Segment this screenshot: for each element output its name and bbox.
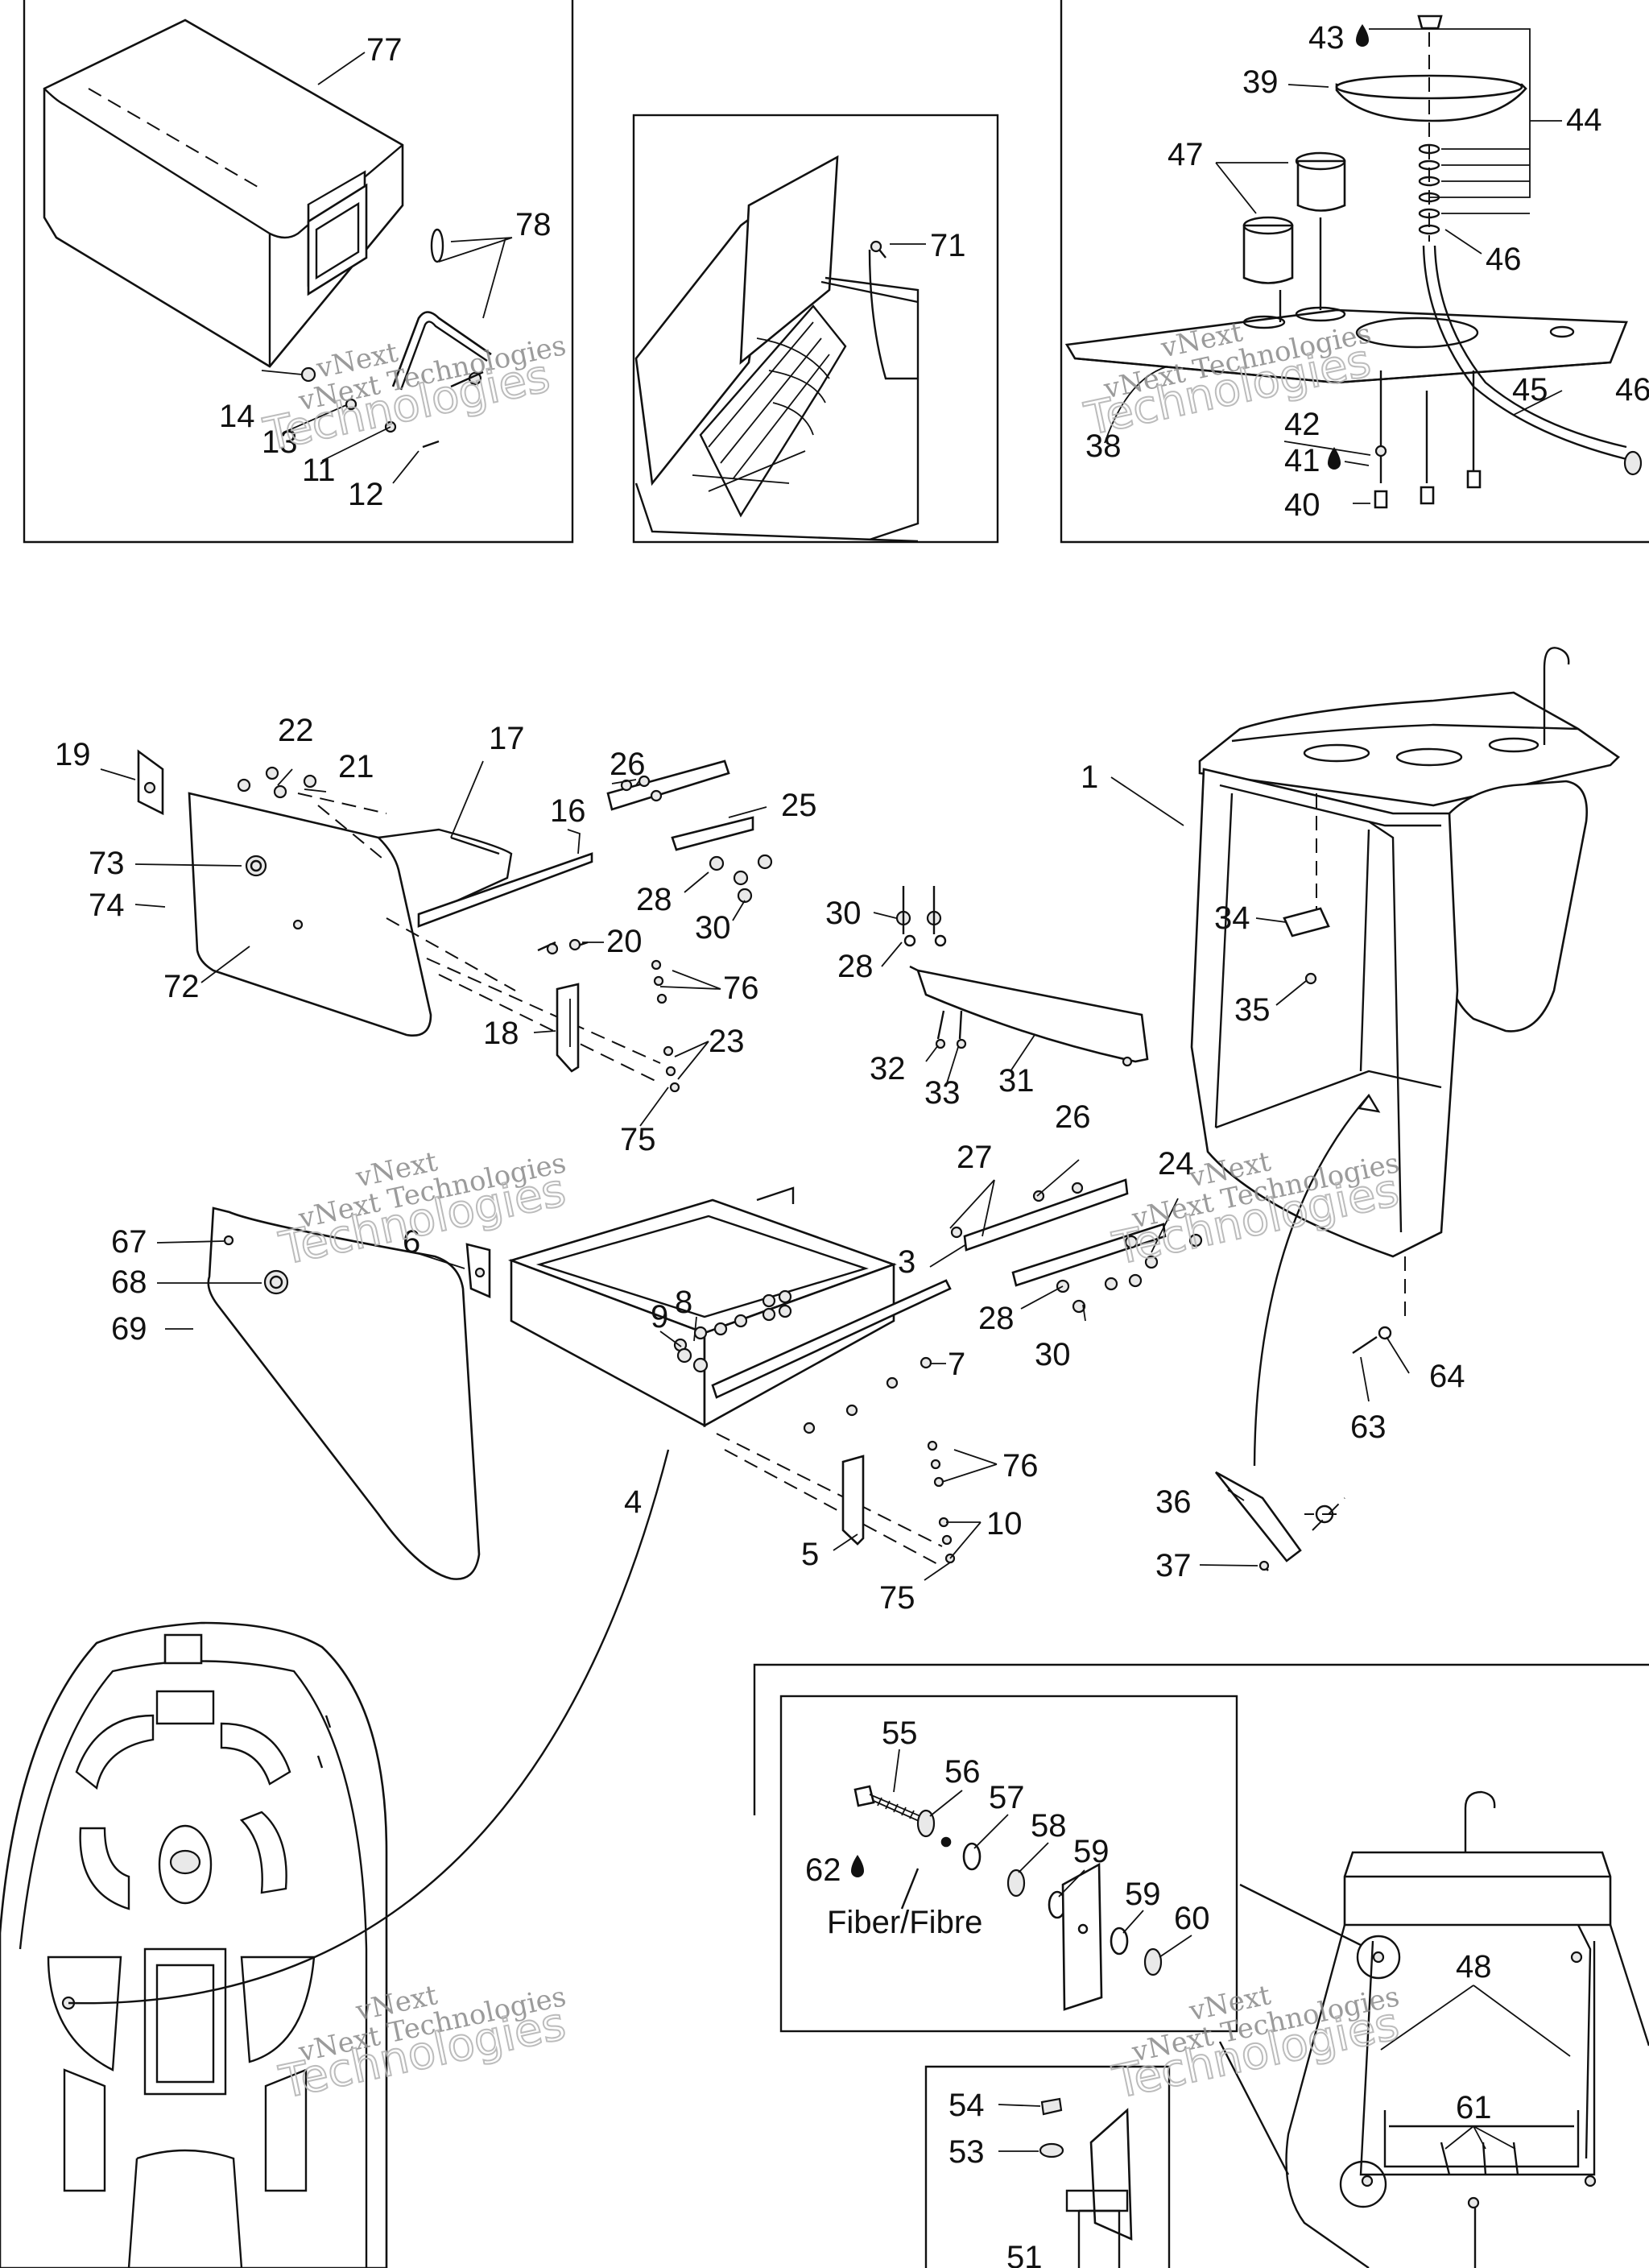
- callout-3: 3: [898, 1244, 915, 1280]
- drop-icon: [1356, 24, 1369, 47]
- callout-45: 45: [1512, 372, 1548, 408]
- leader-lines: [100, 28, 1571, 2152]
- callout-numbers: 77 78 14 13 11 12 71 43 39 44 47 46 45 4…: [55, 20, 1649, 2268]
- hull-illustration: [0, 1449, 670, 2268]
- drop-icon: [1328, 447, 1341, 470]
- callout-10: 10: [986, 1506, 1023, 1542]
- upper-drawer-illustration: [137, 749, 773, 1093]
- basket-illustration: [634, 155, 920, 543]
- callout-26-lower: 26: [1055, 1099, 1091, 1135]
- callout-13: 13: [262, 424, 298, 460]
- callout-21: 21: [338, 749, 374, 784]
- fastener-stack-illustration: [853, 1785, 1163, 2011]
- callout-39: 39: [1242, 64, 1279, 100]
- callout-46-hose: 46: [1615, 372, 1649, 408]
- callout-28-bar: 28: [837, 949, 874, 984]
- callout-27: 27: [957, 1140, 993, 1175]
- panel-frames: [23, 0, 1649, 2268]
- callout-22: 22: [278, 713, 314, 748]
- callout-44: 44: [1566, 102, 1602, 138]
- callout-14: 14: [219, 399, 255, 434]
- callout-33: 33: [924, 1075, 961, 1111]
- watermarks: vNext vNext Technologies Technologies vN…: [258, 316, 1404, 2110]
- drop-icon: [851, 1855, 864, 1877]
- callout-54: 54: [948, 2088, 985, 2123]
- callout-63: 63: [1350, 1409, 1387, 1445]
- callout-38: 38: [1085, 428, 1122, 464]
- callout-43: 43: [1308, 20, 1345, 56]
- callout-46-sink: 46: [1486, 242, 1522, 277]
- callout-71: 71: [930, 228, 966, 263]
- callout-6: 6: [403, 1224, 420, 1260]
- callout-37: 37: [1155, 1548, 1192, 1583]
- callout-31: 31: [998, 1063, 1035, 1099]
- callout-76-upper: 76: [723, 971, 759, 1006]
- callout-25: 25: [781, 788, 817, 823]
- callout-77: 77: [366, 32, 403, 68]
- callout-53: 53: [948, 2134, 985, 2170]
- callout-67: 67: [111, 1224, 147, 1260]
- callout-35: 35: [1234, 992, 1271, 1028]
- callout-42: 42: [1284, 407, 1320, 442]
- callout-56: 56: [944, 1754, 981, 1790]
- callout-26-upper: 26: [610, 747, 646, 782]
- callout-19: 19: [55, 737, 91, 772]
- callout-16: 16: [550, 793, 586, 829]
- callout-76-lower: 76: [1002, 1448, 1039, 1484]
- callout-34: 34: [1214, 900, 1250, 936]
- callout-75-lower: 75: [879, 1580, 915, 1616]
- callout-40: 40: [1284, 487, 1320, 523]
- callout-23: 23: [709, 1024, 745, 1059]
- callout-55: 55: [882, 1715, 918, 1751]
- callout-30-bar: 30: [825, 896, 862, 931]
- callout-17: 17: [489, 721, 525, 756]
- callout-8: 8: [675, 1285, 692, 1320]
- cross-bar-illustration: [895, 886, 1149, 1067]
- callout-68: 68: [111, 1264, 147, 1300]
- callout-48: 48: [1456, 1949, 1492, 1984]
- callout-41: 41: [1284, 443, 1320, 478]
- callout-57: 57: [989, 1780, 1025, 1815]
- callout-32: 32: [870, 1051, 906, 1086]
- material-label: Fiber/Fibre: [827, 1905, 982, 1940]
- callout-30-lower: 30: [1035, 1337, 1071, 1372]
- callout-36: 36: [1155, 1484, 1192, 1520]
- cooler-illustration: [43, 19, 492, 449]
- callout-73: 73: [89, 846, 125, 881]
- callout-64: 64: [1429, 1359, 1465, 1394]
- callout-1: 1: [1081, 759, 1098, 795]
- callout-60: 60: [1174, 1901, 1210, 1936]
- console-rear-illustration: [1218, 1790, 1649, 2268]
- callout-51: 51: [1006, 2240, 1043, 2268]
- callout-7: 7: [948, 1347, 965, 1382]
- sink-top-illustration: [1064, 14, 1643, 509]
- callout-11: 11: [302, 453, 336, 488]
- callout-20: 20: [606, 924, 643, 959]
- callout-47: 47: [1168, 137, 1204, 172]
- callout-69: 69: [111, 1311, 147, 1347]
- callout-28-upper: 28: [636, 882, 672, 917]
- callout-59-b: 59: [1125, 1877, 1161, 1912]
- callout-61: 61: [1456, 2090, 1492, 2125]
- oil-drop-icons: [851, 24, 1369, 1877]
- callout-78: 78: [515, 207, 552, 242]
- callout-9: 9: [651, 1299, 668, 1335]
- lower-drawer-illustration: [207, 1178, 1203, 1580]
- console-illustration: [1190, 647, 1621, 1571]
- callout-75-upper: 75: [620, 1122, 656, 1157]
- callout-5: 5: [801, 1537, 819, 1572]
- callout-18: 18: [483, 1016, 519, 1051]
- callout-74: 74: [89, 888, 125, 923]
- nut-box-illustration: [1039, 2097, 1133, 2268]
- callout-12: 12: [348, 477, 384, 512]
- callout-59-a: 59: [1073, 1834, 1110, 1869]
- callout-72: 72: [163, 969, 200, 1004]
- callout-62: 62: [805, 1852, 841, 1888]
- callout-30-upper: 30: [695, 910, 731, 946]
- callout-24: 24: [1158, 1146, 1194, 1182]
- callout-28-lower: 28: [978, 1301, 1015, 1336]
- callout-4: 4: [624, 1484, 642, 1520]
- callout-58: 58: [1031, 1808, 1067, 1844]
